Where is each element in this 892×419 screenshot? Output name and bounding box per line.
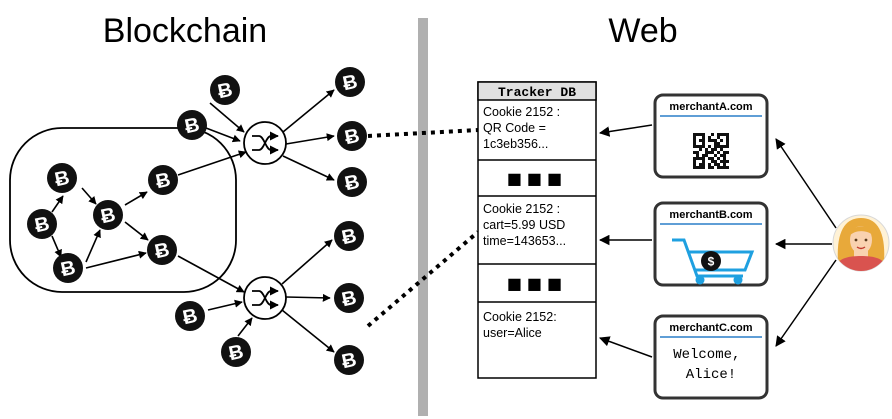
edge [285, 293, 331, 302]
merchant-c-window: merchantC.com Welcome, Alice! [653, 314, 769, 400]
edge [177, 255, 245, 293]
bitcoin-icon: Ƀ [335, 67, 365, 97]
svg-text:Ƀ: Ƀ [53, 167, 72, 192]
db-entry-2: Cookie 2152 : cart=5.99 USD time=143653.… [483, 202, 569, 248]
welcome-message: Welcome, Alice! [673, 347, 749, 383]
shuffle-icon [252, 131, 279, 155]
edge [205, 127, 241, 143]
merchant-b-domain: merchantB.com [669, 209, 752, 221]
wallet-cluster-boundary [9, 127, 237, 293]
shopping-cart-icon [672, 238, 755, 285]
edge [207, 299, 243, 311]
svg-text:Ƀ: Ƀ [341, 71, 360, 96]
svg-text:Ƀ: Ƀ [343, 171, 362, 196]
bitcoin-icon: Ƀ [93, 200, 123, 230]
merchant-c-domain: merchantC.com [669, 322, 752, 334]
arrow-user-to-merchantC [775, 259, 837, 347]
dollar-symbol: $ [708, 255, 715, 269]
bitcoin-icon: Ƀ [147, 235, 177, 265]
merchant-b-window: merchantB.com $ [653, 201, 769, 287]
bitcoin-icon: Ƀ [221, 337, 251, 367]
edge [81, 187, 97, 205]
link-dotted-line-2 [366, 230, 480, 328]
svg-text:Ƀ: Ƀ [343, 125, 362, 150]
bitcoin-icon: Ƀ [148, 165, 178, 195]
transaction-edges [51, 89, 335, 353]
edge [285, 133, 335, 145]
svg-text:Ƀ: Ƀ [181, 305, 200, 330]
edge [124, 221, 149, 241]
svg-text:Ƀ: Ƀ [154, 169, 173, 194]
svg-text:Ƀ: Ƀ [183, 114, 202, 139]
bitcoin-icon: Ƀ [334, 345, 364, 375]
merchant-a-domain: merchantA.com [669, 101, 752, 113]
db-ellipsis-2: ■■■ [507, 274, 567, 293]
svg-text:Ƀ: Ƀ [33, 213, 52, 238]
edge [237, 317, 253, 337]
svg-text:Ƀ: Ƀ [340, 349, 359, 374]
blockchain-title: Blockchain [103, 12, 267, 50]
bitcoin-icon: Ƀ [334, 283, 364, 313]
svg-text:Ƀ: Ƀ [340, 225, 359, 250]
arrow-merchantA-to-db [598, 124, 653, 137]
arrow-merchantC-to-db [599, 336, 653, 358]
edge [51, 235, 62, 258]
merchant-a-window: merchantA.com [653, 93, 769, 179]
edge [282, 89, 335, 133]
db-ellipsis-1: ■■■ [507, 169, 567, 188]
edge [85, 229, 101, 263]
shuffle-icon [252, 286, 279, 310]
svg-text:Ƀ: Ƀ [59, 257, 78, 282]
bitcoin-icon: Ƀ [334, 221, 364, 251]
user-avatar-icon [832, 214, 890, 272]
svg-text:Ƀ: Ƀ [99, 204, 118, 229]
bitcoin-icon: Ƀ [337, 167, 367, 197]
edge [124, 191, 148, 206]
bitcoin-icon: Ƀ [53, 253, 83, 283]
edge [282, 155, 335, 181]
bitcoin-icon: Ƀ [177, 110, 207, 140]
bitcoin-icon: Ƀ [337, 121, 367, 151]
edge [281, 309, 335, 353]
mixer-1 [243, 121, 287, 165]
bitcoin-icon: Ƀ [27, 209, 57, 239]
tracker-db-title: Tracker DB [498, 85, 576, 100]
qr-code-icon [693, 133, 729, 169]
edge [177, 150, 247, 176]
section-divider [418, 18, 428, 416]
svg-text:Ƀ: Ƀ [227, 341, 246, 366]
edge [51, 195, 64, 213]
db-entry-1: Cookie 2152 : QR Code = 1c3eb356... [483, 105, 564, 151]
svg-text:Ƀ: Ƀ [216, 79, 235, 104]
edge [281, 239, 333, 285]
svg-text:Ƀ: Ƀ [153, 239, 172, 264]
bitcoin-icon: Ƀ [210, 75, 240, 105]
svg-text:Ƀ: Ƀ [340, 287, 359, 312]
mixer-2 [243, 276, 287, 320]
bitcoin-icon: Ƀ [47, 163, 77, 193]
tracker-db: Tracker DB Cookie 2152 : QR Code = 1c3eb… [477, 81, 597, 379]
tracker-db-frame [477, 81, 597, 379]
tracker-db-header [477, 81, 597, 101]
dollar-coin-icon [701, 251, 721, 271]
bitcoin-icon: Ƀ [175, 301, 205, 331]
edge [209, 102, 245, 133]
link-dotted-line-1 [367, 128, 479, 138]
db-entry-3: Cookie 2152: user=Alice [483, 310, 560, 340]
arrow-user-to-merchantA [775, 138, 837, 229]
edge [85, 250, 147, 269]
web-title: Web [608, 12, 677, 50]
